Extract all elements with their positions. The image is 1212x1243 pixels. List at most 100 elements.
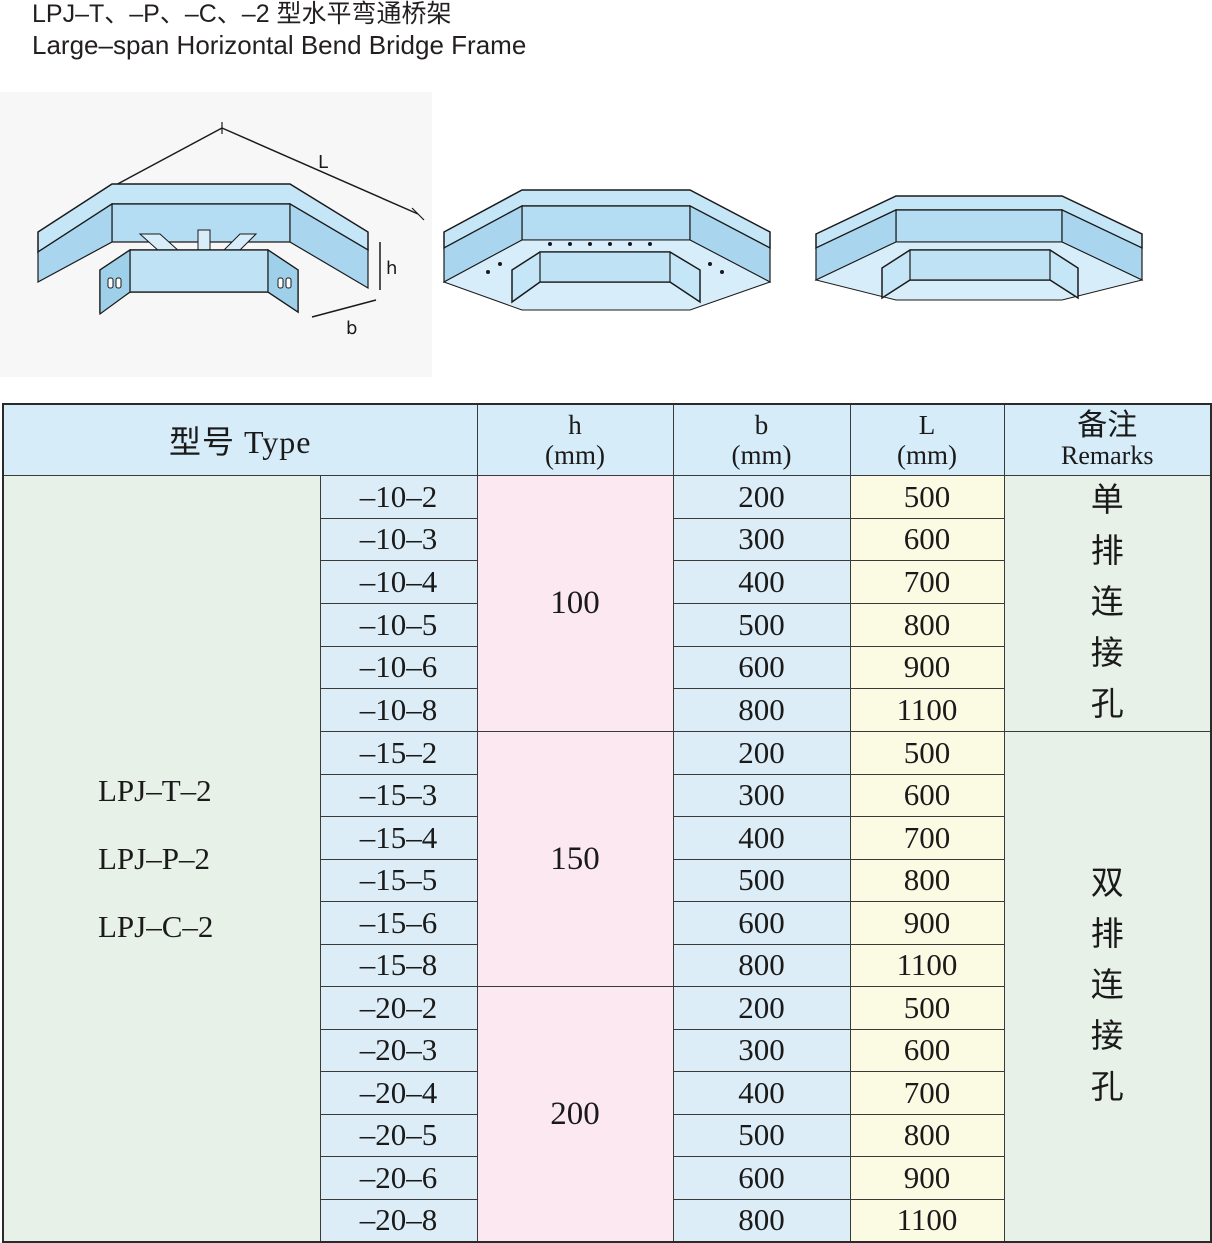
length-cell: 900 — [849, 645, 1005, 690]
length-cell: 600 — [849, 1028, 1005, 1072]
header-remarks: 备注 Remarks — [1003, 403, 1212, 476]
width-cell: 600 — [672, 645, 851, 690]
width-cell: 800 — [672, 688, 851, 732]
header-L-label: L — [918, 410, 936, 440]
length-cell: 600 — [849, 517, 1005, 562]
length-cell: 800 — [849, 602, 1005, 647]
model-code: –15–6 — [319, 901, 478, 945]
model-code: –10–6 — [319, 645, 478, 690]
series-name: LPJ–T–2 — [98, 772, 212, 808]
bend-tray-trough-figure: L h b — [0, 92, 432, 377]
model-code: –20–3 — [319, 1028, 478, 1072]
length-cell: 700 — [849, 560, 1005, 604]
model-code: –15–8 — [319, 943, 478, 987]
header-remarks-cn: 备注 — [1077, 409, 1138, 442]
length-cell: 1100 — [849, 1198, 1005, 1243]
header-L-unit: (mm) — [897, 440, 957, 470]
width-cell: 300 — [672, 773, 851, 817]
length-cell: 700 — [849, 1071, 1005, 1115]
height-cell: 200 — [476, 986, 674, 1243]
model-code: –10–3 — [319, 517, 478, 562]
length-cell: 1100 — [849, 688, 1005, 732]
series-name: LPJ–P–2 — [98, 840, 210, 876]
table-row: –10–8 800 1100 — [3, 688, 1211, 732]
height-cell: 150 — [476, 731, 674, 987]
length-cell: 900 — [849, 1156, 1005, 1200]
dim-h-label: h — [386, 258, 397, 279]
table-row: –10–3 300 600 — [3, 517, 1211, 562]
table-row: –20–6 600 900 — [3, 1156, 1211, 1200]
table-row: –15–2 150 200 500 双 排 连 接 孔 — [3, 731, 1212, 1243]
header-b-unit: (mm) — [731, 440, 792, 470]
model-code: –10–8 — [319, 688, 478, 732]
table-row: –15–8 800 1100 — [3, 943, 1211, 987]
width-cell: 400 — [672, 816, 851, 860]
title-block: LPJ–T、–P、–C、–2 型水平弯通桥架 Large–span Horizo… — [32, 0, 526, 61]
table-row: –20–8 800 1100 — [3, 1198, 1211, 1243]
header-h-unit: (mm) — [545, 440, 605, 470]
model-code: –20–4 — [319, 1071, 478, 1115]
width-cell: 800 — [672, 943, 851, 987]
width-cell: 500 — [672, 858, 851, 902]
model-code: –10–2 — [319, 475, 478, 519]
length-cell: 800 — [849, 858, 1005, 902]
model-code: –20–8 — [319, 1198, 478, 1243]
width-cell: 200 — [672, 731, 851, 775]
table-row: –20–5 500 800 — [3, 1113, 1211, 1157]
table-row: –15–6 600 900 — [3, 901, 1211, 945]
width-cell: 200 — [672, 986, 851, 1030]
width-cell: 300 — [672, 517, 851, 562]
length-cell: 500 — [849, 986, 1005, 1030]
header-L: L (mm) — [849, 403, 1005, 476]
width-cell: 500 — [672, 1113, 851, 1157]
table-header-row: 型号 Type h (mm) b (mm) L (mm) 备注 Remarks — [2, 403, 1212, 476]
length-cell: 700 — [849, 816, 1005, 860]
product-illustrations: L h b — [0, 92, 1212, 382]
table-row: –20–4 400 700 — [3, 1071, 1211, 1115]
width-cell: 400 — [672, 560, 851, 604]
table-row: –10–4 400 700 — [3, 560, 1211, 604]
series-name: LPJ–C–2 — [98, 908, 214, 944]
table-row: –15–5 500 800 — [3, 858, 1211, 902]
remark-single-row-holes: 单 排 连 接 孔 — [1003, 475, 1212, 732]
table-row: –10–5 500 800 — [3, 602, 1211, 647]
model-code: –15–5 — [319, 858, 478, 902]
header-h: h (mm) — [476, 403, 674, 476]
length-cell: 900 — [849, 901, 1005, 945]
width-cell: 300 — [672, 1028, 851, 1072]
model-code: –15–3 — [319, 773, 478, 817]
width-cell: 400 — [672, 1071, 851, 1115]
model-code: –10–4 — [319, 560, 478, 604]
bend-tray-tray-figure — [814, 195, 1144, 301]
length-cell: 800 — [849, 1113, 1005, 1157]
remark-double-row-holes: 双 排 连 接 孔 — [1003, 731, 1212, 1243]
spec-table: 型号 Type h (mm) b (mm) L (mm) 备注 Remarks … — [2, 403, 1212, 1243]
title-english: Large–span Horizontal Bend Bridge Frame — [32, 30, 527, 60]
dim-L-label: L — [318, 152, 328, 173]
length-cell: 600 — [849, 773, 1005, 817]
table-row: –20–2 200 200 500 — [3, 986, 1211, 1243]
model-code: –15–2 — [319, 731, 478, 775]
title-chinese: LPJ–T、–P、–C、–2 型水平弯通桥架 — [32, 0, 452, 28]
model-code: –20–2 — [319, 986, 478, 1030]
header-b: b (mm) — [672, 403, 851, 476]
model-code: –20–6 — [319, 1156, 478, 1200]
width-cell: 200 — [672, 475, 851, 519]
header-type: 型号 Type — [2, 403, 478, 476]
bend-tray-perforated-figure — [442, 189, 772, 311]
table-row: –10–6 600 900 — [3, 645, 1211, 690]
dim-b-label: b — [346, 318, 357, 339]
header-b-label: b — [754, 410, 769, 440]
table-row: –15–3 300 600 — [3, 773, 1211, 817]
table-row: –15–4 400 700 — [3, 816, 1211, 860]
width-cell: 500 — [672, 602, 851, 647]
width-cell: 600 — [672, 901, 851, 945]
series-cell: LPJ–T–2 LPJ–P–2 LPJ–C–2 — [2, 475, 321, 1243]
table-row: –20–3 300 600 — [3, 1028, 1211, 1072]
header-remarks-en: Remarks — [1061, 441, 1154, 470]
model-code: –10–5 — [319, 602, 478, 647]
model-code: –20–5 — [319, 1113, 478, 1157]
width-cell: 600 — [672, 1156, 851, 1200]
width-cell: 800 — [672, 1198, 851, 1243]
model-code: –15–4 — [319, 816, 478, 860]
